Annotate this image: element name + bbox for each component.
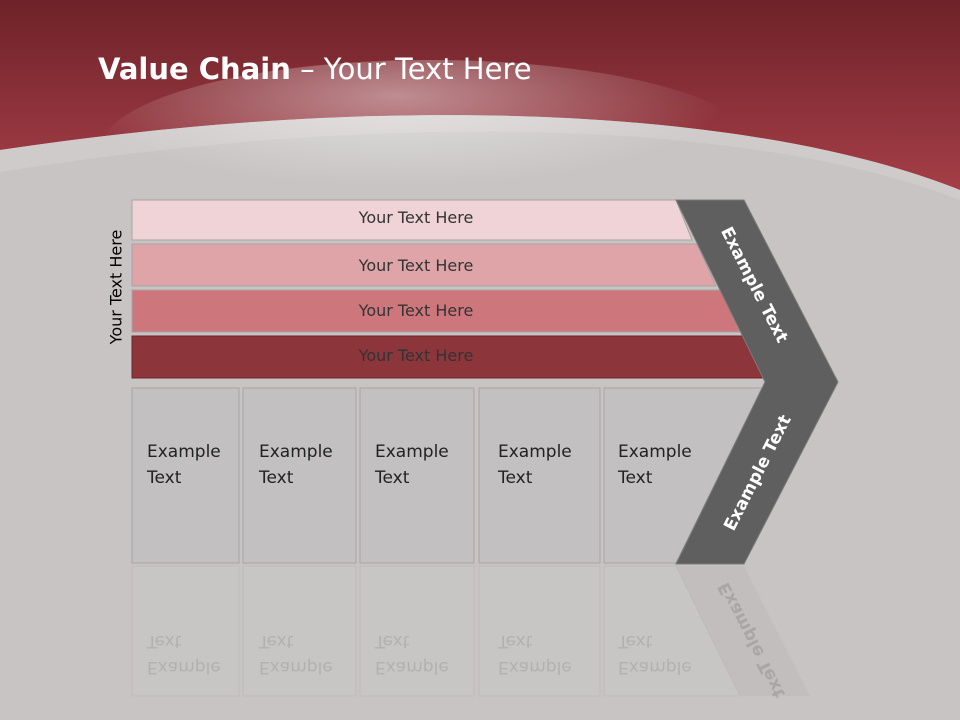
box-reflection-5: Example Text [618, 628, 692, 680]
box-2-line2: Text [259, 468, 294, 488]
box-text-5: Example Text [618, 439, 692, 491]
title-bold: Value Chain [98, 52, 291, 86]
box-text-3: Example Text [375, 439, 449, 491]
box-2-reflection-line2: Text [259, 631, 294, 651]
activity-box-reflection-5 [603, 565, 741, 697]
box-3-line2: Text [375, 468, 410, 488]
box-text-1: Example Text [147, 439, 221, 491]
box-3-line1: Example [375, 442, 449, 462]
activity-box-1 [131, 387, 240, 564]
box-4-reflection-line1: Example [498, 657, 572, 677]
box-text-2: Example Text [259, 439, 333, 491]
page-title: Value Chain – Your Text Here [98, 52, 532, 86]
box-1-reflection-line1: Example [147, 657, 221, 677]
activity-box-4 [478, 387, 601, 564]
bar-label-2: Your Text Here [358, 256, 474, 275]
box-3-reflection-line2: Text [375, 631, 410, 651]
box-4-line2: Text [498, 468, 533, 488]
box-reflection-4: Example Text [498, 628, 572, 680]
side-label: Your Text Here [106, 229, 126, 345]
title-rest: – Your Text Here [290, 52, 532, 86]
box-2-line1: Example [259, 442, 333, 462]
box-reflection-2: Example Text [259, 628, 333, 680]
activity-box-3 [359, 387, 475, 564]
bar-label-1: Your Text Here [358, 208, 474, 227]
box-4-reflection-line2: Text [498, 631, 533, 651]
box-5-reflection-line2: Text [618, 631, 653, 651]
box-5-reflection-line1: Example [618, 657, 692, 677]
bars-layer [131, 199, 765, 697]
activity-box-reflection-3 [359, 565, 475, 697]
activity-box-reflection-2 [242, 565, 357, 697]
reflection [676, 566, 810, 696]
box-reflection-1: Example Text [147, 628, 221, 680]
chevron [675, 199, 839, 565]
activity-box-reflection-4 [478, 565, 601, 697]
bar-label-4: Your Text Here [358, 346, 474, 365]
activity-box-reflection-1 [131, 565, 240, 697]
box-5-line1: Example [618, 442, 692, 462]
bar-2 [131, 243, 717, 287]
bar-1 [131, 199, 693, 241]
bar-label-3: Your Text Here [358, 301, 474, 320]
box-3-reflection-line1: Example [375, 657, 449, 677]
box-2-reflection-line1: Example [259, 657, 333, 677]
box-5-line2: Text [618, 468, 653, 488]
box-text-4: Example Text [498, 439, 572, 491]
box-1-line2: Text [147, 468, 182, 488]
box-4-line1: Example [498, 442, 572, 462]
box-reflection-3: Example Text [375, 628, 449, 680]
box-1-line1: Example [147, 442, 221, 462]
box-1-reflection-line2: Text [147, 631, 182, 651]
activity-box-2 [242, 387, 357, 564]
